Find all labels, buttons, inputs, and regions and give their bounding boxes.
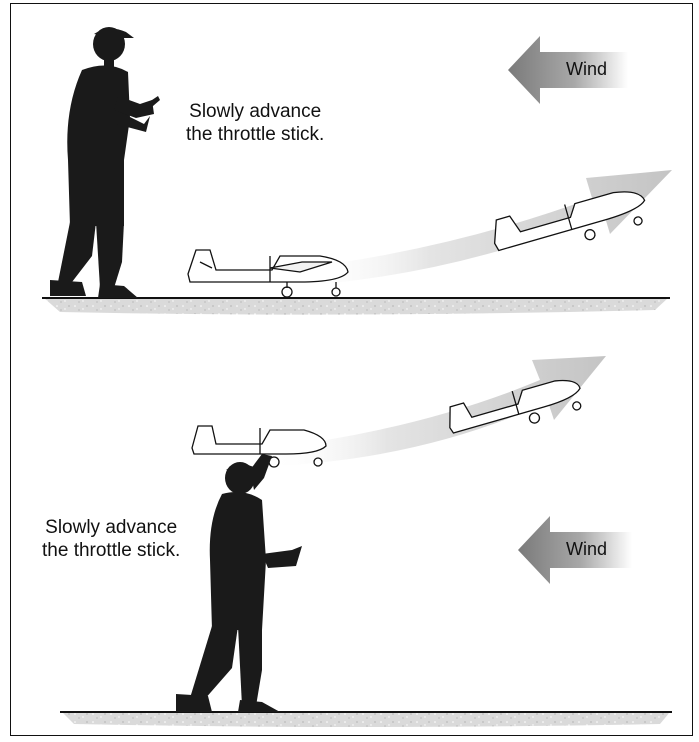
- airplane-on-ground: [188, 250, 348, 297]
- instruction-bottom-line1: Slowly advance: [42, 516, 180, 539]
- instruction-top-line2: the throttle stick.: [186, 123, 324, 146]
- airplane-climbing-top: [489, 179, 651, 265]
- ground-bottom: [60, 712, 672, 727]
- wind-label-top: Wind: [566, 59, 607, 80]
- instruction-top: Slowly advance the throttle stick.: [186, 100, 324, 146]
- wind-label-bottom: Wind: [566, 539, 607, 560]
- airplane-climbing-bottom: [444, 371, 585, 446]
- pilot-standing-silhouette: [50, 27, 160, 298]
- instruction-bottom-line2: the throttle stick.: [42, 539, 180, 562]
- pilot-launching-silhouette: [176, 454, 302, 712]
- instruction-bottom: Slowly advance the throttle stick.: [42, 516, 180, 562]
- ground-top: [42, 298, 670, 315]
- instruction-top-line1: Slowly advance: [186, 100, 324, 123]
- flight-path-arrow-top: [300, 170, 672, 286]
